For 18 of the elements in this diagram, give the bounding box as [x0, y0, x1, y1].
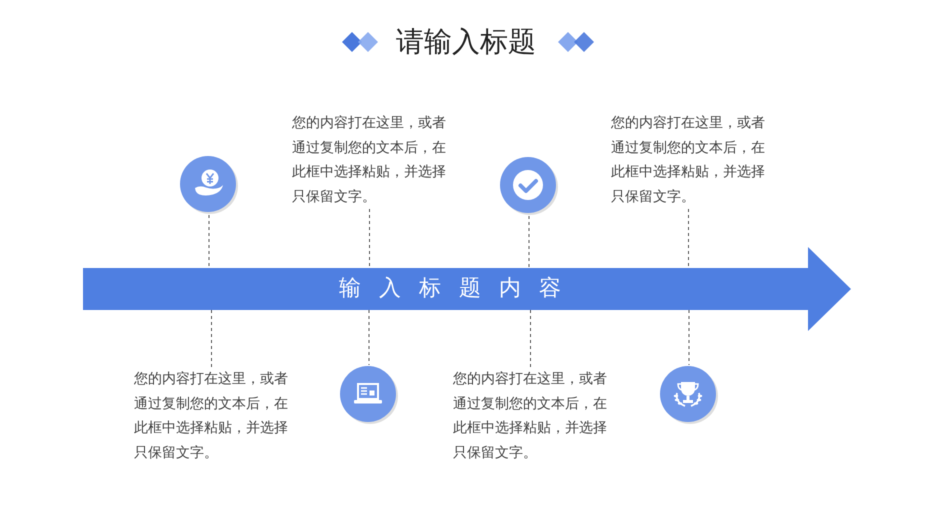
description-text: 您的内容打在这里，或者通过复制您的文本后，在此框中选择粘贴，并选择只保留文字。: [134, 367, 289, 465]
description-text: 您的内容打在这里，或者通过复制您的文本后，在此框中选择粘贴，并选择只保留文字。: [453, 367, 608, 465]
dashed-connector: [530, 310, 531, 368]
dashed-connector: [368, 310, 370, 366]
dashed-connector: [211, 310, 212, 368]
banner-title: 输入标题内容: [339, 276, 561, 302]
trophy-icon: [659, 365, 719, 425]
dashed-connector: [688, 208, 689, 268]
check-icon: [499, 156, 559, 216]
laptop-icon: [339, 365, 399, 425]
dashed-connector: [369, 208, 370, 268]
coin-hand-icon: [179, 155, 239, 215]
description-text: 您的内容打在这里，或者通过复制您的文本后，在此框中选择粘贴，并选择只保留文字。: [292, 111, 447, 209]
dashed-connector: [208, 214, 210, 268]
page-title: 请输入标题: [396, 25, 536, 59]
description-text: 您的内容打在这里，或者通过复制您的文本后，在此框中选择粘贴，并选择只保留文字。: [611, 111, 766, 209]
dashed-connector: [688, 310, 690, 366]
dashed-connector: [528, 216, 530, 268]
